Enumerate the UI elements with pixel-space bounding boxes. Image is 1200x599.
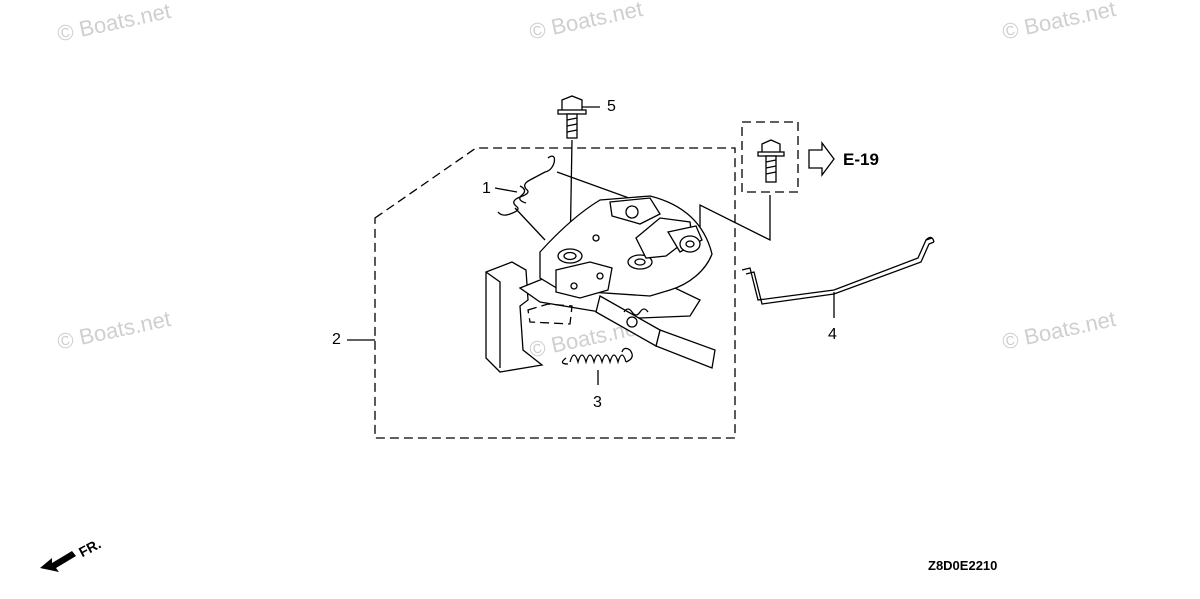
diagram-code: Z8D0E2210 (928, 558, 998, 573)
spring-part-3 (561, 347, 633, 365)
callout-4: 4 (828, 326, 837, 343)
front-direction-arrow-icon (40, 551, 76, 572)
spring-part-1 (497, 155, 556, 216)
assembly-boundary (374, 147, 736, 439)
bolt-part-5 (557, 95, 587, 139)
callout-3: 3 (593, 394, 602, 411)
callout-2: 2 (332, 331, 341, 348)
callout-1: 1 (482, 180, 491, 197)
reference-arrow-icon (808, 141, 835, 177)
rod-part-4 (741, 236, 935, 305)
reference-bolt-box (741, 121, 799, 193)
reference-label[interactable]: E-19 (843, 150, 879, 169)
callout-5: 5 (607, 98, 616, 115)
control-plate-assembly (485, 195, 716, 373)
